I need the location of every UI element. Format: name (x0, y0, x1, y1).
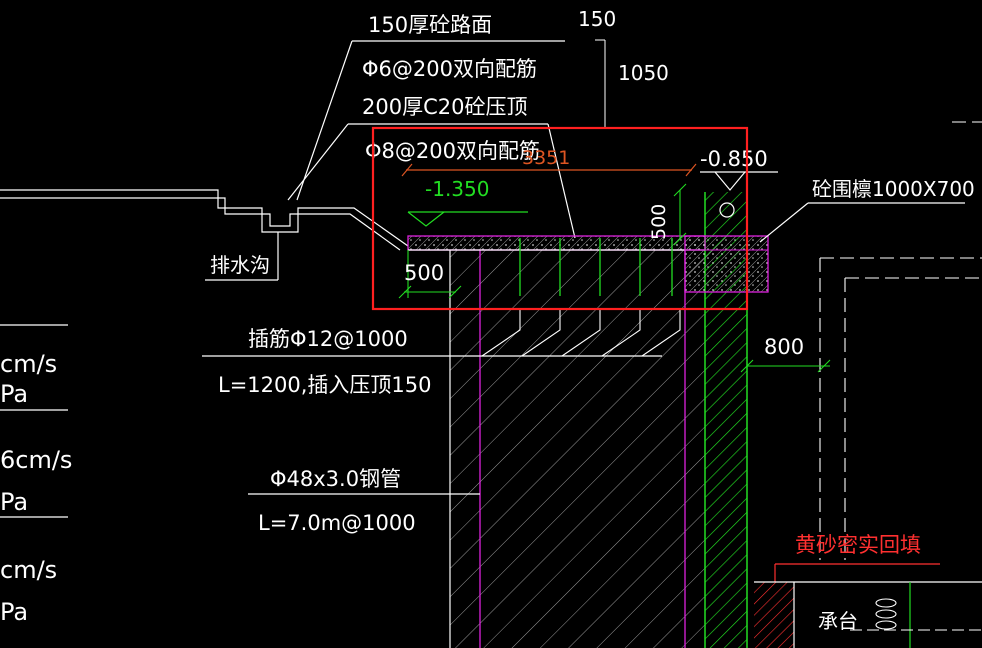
ground-profile (0, 189, 409, 281)
backfill-label: 黄砂密实回填 (795, 533, 921, 557)
level-left: -1.350 (425, 177, 489, 201)
dowel-bars-hooks (481, 310, 681, 357)
dim-150: 150 (578, 7, 616, 31)
pipe-label-1: Φ48x3.0钢管 (270, 467, 401, 491)
soil-section (449, 250, 705, 648)
leader-rebar-phi6: Φ6@200双向配筋 (362, 57, 537, 81)
dashed-outline-right (819, 121, 982, 560)
beam-leader (759, 202, 965, 243)
backfill-area (754, 563, 982, 648)
leader-concrete-pavement: 150厚砼路面 (368, 13, 492, 37)
dim-500-vertical-line (673, 183, 687, 246)
dim-1050: 1050 (618, 61, 669, 85)
leader-capping-beam: 200厚C20砼压顶 (362, 95, 527, 119)
leader-rebar-phi8: Φ8@200双向配筋 (365, 139, 540, 163)
left-note-pa-3: Pa (0, 598, 28, 626)
dim-500-horizontal-line (398, 250, 462, 299)
dim-3351: 3351 (522, 147, 570, 169)
rebar-label-2: L=1200,插入压顶150 (218, 373, 432, 397)
highlight-box (371, 126, 749, 311)
left-note-cms-1: cm/s (0, 350, 57, 378)
level-marker-left (407, 211, 528, 227)
leader-lines (287, 40, 576, 239)
left-note-cms-2: 6cm/s (0, 446, 72, 474)
dim-3351-line (401, 163, 697, 177)
dowel-bars (519, 238, 673, 296)
pipe-label-2: L=7.0m@1000 (258, 511, 416, 535)
beam-label: 砼围檩1000X700 (812, 177, 975, 201)
left-note-pa-2: Pa (0, 488, 28, 516)
dim-800: 800 (764, 335, 804, 359)
rebar-label-1: 插筋Φ12@1000 (248, 327, 408, 351)
level-right: -0.850 (700, 147, 768, 171)
dim-800-line (740, 359, 831, 373)
level-marker-right (700, 171, 778, 191)
left-note-pa-1: Pa (0, 380, 28, 408)
waling-beam (684, 235, 769, 293)
dim-500-horizontal: 500 (404, 261, 444, 285)
left-notes: cm/s Pa 6cm/s Pa cm/s Pa (0, 324, 72, 626)
cap-label: 承台 (818, 609, 858, 633)
left-note-cms-3: cm/s (0, 556, 57, 584)
dim-500-vertical: 500 (648, 204, 670, 240)
drain-label: 排水沟 (210, 253, 270, 277)
dim-lines-top (595, 39, 606, 128)
